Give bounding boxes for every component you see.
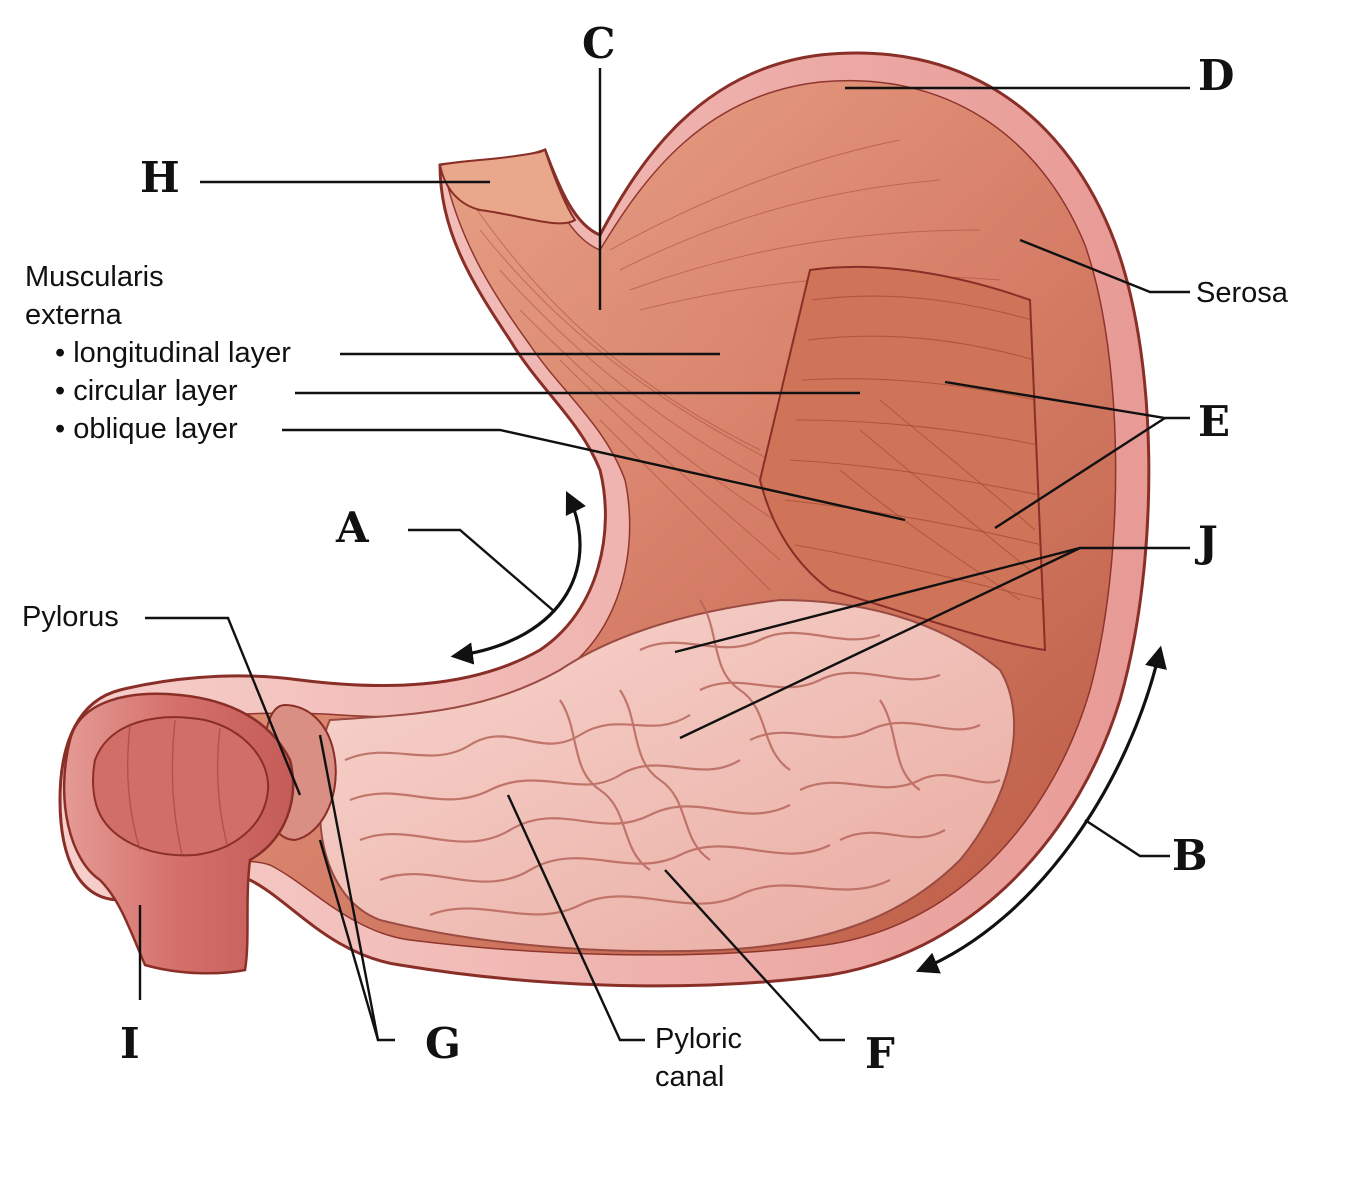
label-circular-layer: • circular layer [55, 375, 238, 407]
arrow-greater-curvature [915, 645, 1167, 974]
label-f: F [865, 1029, 895, 1078]
stomach-illustration [58, 51, 1151, 988]
leader-lines [138, 68, 1190, 1042]
labels: C D H Serosa Muscularis externa • longit… [22, 19, 1289, 1093]
label-pylorus: Pylorus [22, 601, 119, 633]
label-h: H [140, 153, 180, 202]
label-muscularis-line2: externa [25, 299, 123, 331]
label-i: I [120, 1019, 140, 1068]
circular-fibers [784, 295, 1045, 601]
label-pyloric-canal-line1: Pyloric [655, 1023, 742, 1055]
label-d: D [1198, 51, 1234, 100]
label-pyloric-canal-line2: canal [655, 1061, 724, 1093]
label-e: E [1198, 397, 1230, 446]
arrow-lesser-curvature [450, 490, 586, 665]
circular-layer-band [758, 265, 1047, 652]
esophagus [438, 148, 577, 225]
mucosa-rugae [318, 598, 1016, 953]
label-c: C [582, 19, 615, 68]
label-b: B [1172, 831, 1208, 880]
label-a: A [335, 503, 370, 552]
rugae-folds [344, 599, 1001, 917]
label-muscularis-line1: Muscularis [25, 261, 164, 293]
label-g: G [425, 1019, 461, 1068]
label-serosa: Serosa [1196, 277, 1289, 309]
oblique-fibers [839, 399, 1036, 601]
label-oblique-layer: • oblique layer [55, 413, 238, 445]
duodenum-lumen [92, 716, 270, 857]
label-j: J [1194, 517, 1218, 566]
label-longitudinal-layer: • longitudinal layer [55, 337, 291, 369]
